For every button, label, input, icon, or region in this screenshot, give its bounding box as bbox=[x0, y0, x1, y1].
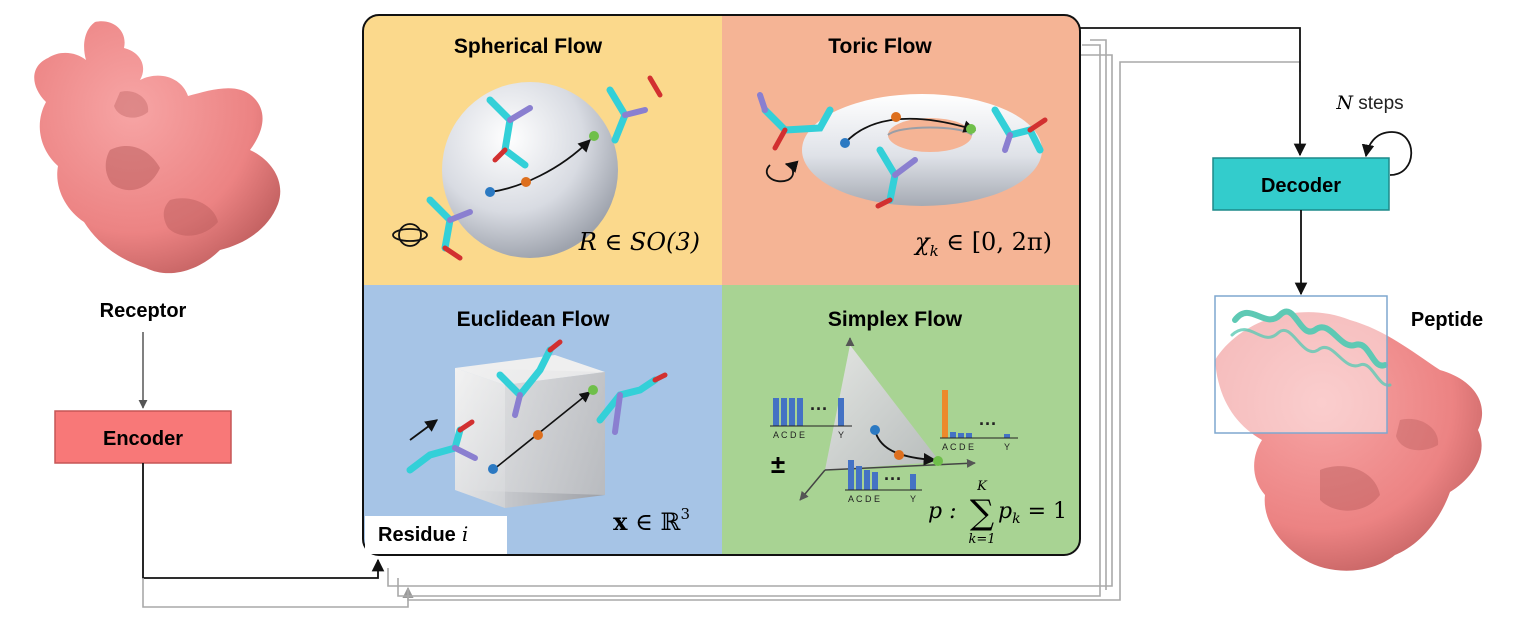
simplex-end-point bbox=[933, 456, 943, 466]
simplex-pm-symbol: ± bbox=[771, 449, 785, 479]
euclidean-formula-rest: ∈ ℝ bbox=[627, 508, 681, 536]
simplex-flow-title: Simplex Flow bbox=[828, 308, 963, 331]
simplex-sum-top: K bbox=[976, 479, 988, 494]
toric-formula-rest: ∈ [0, 2π) bbox=[939, 228, 1052, 256]
simplex-bars-left-letters: A C D E bbox=[773, 430, 805, 440]
loop-steps-label: N steps bbox=[1335, 92, 1403, 114]
spherical-residue-molecules bbox=[426, 75, 663, 261]
simplex-bars-bottom-y: Y bbox=[910, 494, 916, 504]
toric-formula-sub: k bbox=[930, 242, 939, 260]
toric-start-point bbox=[840, 138, 850, 148]
spherical-mid-point bbox=[521, 177, 531, 187]
simplex-start-point bbox=[870, 425, 880, 435]
peptide-label: Peptide bbox=[1411, 309, 1483, 331]
torus-manifold bbox=[802, 94, 1042, 206]
simplex-sum-term-sub: k bbox=[1012, 511, 1020, 527]
simplex-sum-bottom: k=1 bbox=[968, 532, 995, 547]
simplex-sum-rest: = 1 bbox=[1021, 499, 1067, 524]
euclidean-end-point bbox=[588, 385, 598, 395]
simplex-bars-bottom: ··· A C D E Y bbox=[845, 460, 922, 504]
toric-residue-molecules bbox=[757, 92, 1048, 209]
peptide-helix bbox=[1230, 308, 1392, 387]
torsion-rotate-icon bbox=[765, 160, 799, 183]
euclidean-mid-point bbox=[533, 430, 543, 440]
simplex-formula: p : ∑ K k=1 pk = 1 bbox=[928, 479, 1067, 547]
euclidean-flow-path bbox=[492, 391, 591, 471]
simplex-bars-right-letters: A C D E bbox=[942, 442, 974, 452]
simplex-mid-point bbox=[894, 450, 904, 460]
euclidean-start-point bbox=[488, 464, 498, 474]
peptide-receptor-complex-image bbox=[1214, 295, 1483, 571]
simplex-bars-right-y: Y bbox=[1004, 442, 1010, 452]
flow-panels bbox=[363, 15, 1080, 555]
simplex-bars-bottom-letters: A C D E bbox=[848, 494, 880, 504]
toric-formula-var: χ bbox=[913, 228, 931, 256]
loop-self-arrow bbox=[1361, 131, 1413, 176]
decoder-box bbox=[1212, 157, 1390, 211]
residue-index: i bbox=[462, 522, 468, 546]
euclidean-formula-var: x bbox=[613, 507, 628, 536]
simplex-bars-left-ellipsis: ··· bbox=[810, 399, 828, 419]
toric-end-point bbox=[966, 124, 976, 134]
euclidean-flow-title: Euclidean Flow bbox=[457, 308, 611, 331]
simplex-bars-bottom-ellipsis: ··· bbox=[884, 469, 902, 489]
simplex-formula-p: p : bbox=[928, 499, 957, 524]
simplex-sum-expression: pk = 1 bbox=[998, 499, 1067, 527]
receptor-label: Receptor bbox=[100, 300, 187, 322]
loop-n: N bbox=[1335, 92, 1354, 114]
simplex-bars-right-ellipsis: ··· bbox=[979, 414, 997, 434]
spherical-start-point bbox=[485, 187, 495, 197]
cube-manifold bbox=[455, 355, 605, 508]
simplex-bars-left: ··· A C D E Y bbox=[770, 398, 852, 440]
rotation-gimbal-icon bbox=[392, 223, 428, 247]
spherical-flow-path bbox=[489, 139, 591, 193]
toric-formula: χk ∈ [0, 2π) bbox=[913, 228, 1052, 260]
simplex-sum-term: p bbox=[998, 499, 1012, 524]
sphere-manifold bbox=[442, 82, 618, 258]
euclidean-direction-arrow bbox=[409, 419, 439, 441]
toric-mid-point bbox=[891, 112, 901, 122]
receptor-surface-image bbox=[34, 21, 281, 274]
encoder-to-panel-arrow bbox=[142, 463, 385, 579]
panel-to-decoder-arrow bbox=[1080, 27, 1307, 157]
spherical-formula: R ∈ SO(3) bbox=[578, 228, 700, 256]
simplex-sum-symbol: ∑ bbox=[970, 493, 994, 533]
flow-panel-frame bbox=[362, 14, 1081, 556]
residue-label: Residue bbox=[378, 524, 456, 546]
euclidean-formula: x ∈ ℝ3 bbox=[613, 505, 690, 536]
decoder-label: Decoder bbox=[1261, 175, 1341, 197]
euclidean-residue-molecules bbox=[406, 339, 668, 474]
toric-flow-title: Toric Flow bbox=[828, 35, 932, 58]
loop-steps: steps bbox=[1353, 93, 1404, 114]
euclidean-formula-sup: 3 bbox=[680, 505, 690, 523]
spherical-flow-title: Spherical Flow bbox=[454, 35, 603, 58]
residue-tag-box bbox=[365, 516, 507, 554]
residue-tag: Residue i bbox=[378, 522, 468, 546]
simplex-bars-left-y: Y bbox=[838, 430, 844, 440]
spherical-end-point bbox=[589, 131, 599, 141]
encoder-label: Encoder bbox=[103, 428, 183, 450]
simplex-bars-right: ··· A C D E Y bbox=[940, 390, 1018, 452]
